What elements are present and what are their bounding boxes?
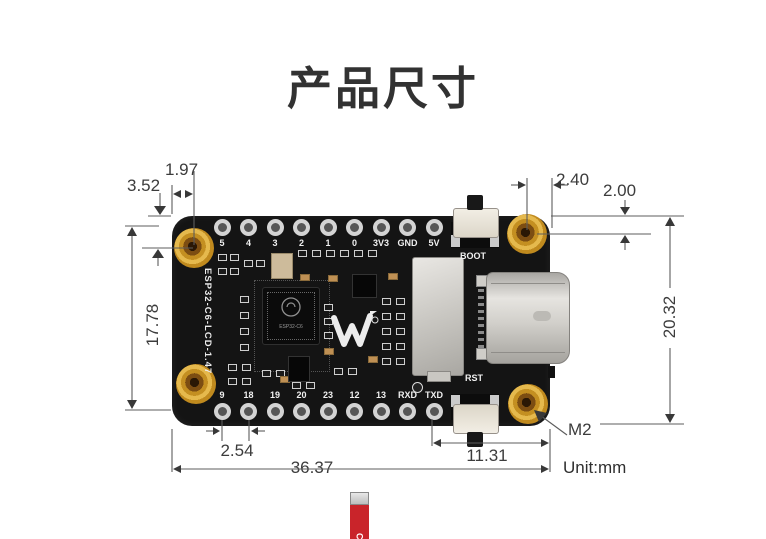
dim-top-right-horizontal: 2.40 <box>556 170 590 189</box>
pin-hole <box>240 219 257 236</box>
pin-hole <box>319 219 337 236</box>
pin-label: TXD <box>425 390 443 400</box>
boot-button <box>451 195 499 248</box>
pin-label: 5V <box>428 238 440 248</box>
pin-hole <box>372 219 390 236</box>
pin-hole <box>399 219 416 236</box>
pin-label: 2 <box>298 238 304 248</box>
esp32-c6-chip: ESP32-C6 <box>262 287 320 345</box>
dim-board-width: 36.37 <box>283 458 341 478</box>
pcb-board: 5 4 3 2 1 0 3V3 GND 5V 9 18 19 20 23 12 … <box>172 195 570 539</box>
pin-hole <box>425 403 443 420</box>
pin-hole <box>425 219 443 236</box>
pin-label: 3 <box>272 238 278 248</box>
top-pin-labels: 5 4 3 2 1 0 3V3 GND 5V <box>209 238 447 248</box>
component-marking: C3 <box>354 533 365 539</box>
pin-label: 19 <box>269 390 280 400</box>
dim-top-left-horizontal: 1.97 <box>165 160 199 179</box>
usb-c-port <box>486 272 570 364</box>
dim-left-pin-row-height: 17.78 <box>143 303 162 347</box>
pin-hole <box>346 403 363 420</box>
pin-hole <box>213 403 231 420</box>
dim-bottom-right-width: 11.31 <box>466 446 508 465</box>
pin-label: 13 <box>375 390 386 400</box>
pin-hole <box>346 219 363 236</box>
chip-marking: ESP32-C6 <box>279 324 303 330</box>
smd-ic <box>352 274 377 298</box>
unit-note: Unit:mm <box>563 458 627 477</box>
pin-hole <box>213 219 231 236</box>
pin-label: 9 <box>219 390 225 400</box>
pin-label: GND <box>397 238 418 248</box>
dim-pin-pitch: 2.54 <box>220 441 254 460</box>
pin-hole <box>399 403 416 420</box>
pin-hole <box>293 219 310 236</box>
dim-top-left-vertical: 3.52 <box>127 176 161 195</box>
lcd-connector-shield <box>412 257 464 382</box>
waveshare-logo-icon <box>331 311 379 347</box>
reset-label: RST <box>465 373 483 383</box>
bottom-pin-labels: 9 18 19 20 23 12 13 RXD TXD <box>209 390 447 400</box>
espressif-logo-icon <box>281 297 301 317</box>
board-model-label: ESP32-C6-LCD-1.47 <box>202 268 213 375</box>
pin-hole <box>266 403 284 420</box>
mounting-hole-callout: M2 <box>568 420 592 439</box>
pin-label: 0 <box>351 238 357 248</box>
pin-label: 18 <box>243 390 254 400</box>
pin-hole <box>266 219 284 236</box>
mounting-hole-top-right <box>507 214 547 254</box>
pin-hole <box>293 403 310 420</box>
pin-hole <box>319 403 337 420</box>
pin-label: 20 <box>296 390 307 400</box>
pin-label: 12 <box>349 390 360 400</box>
dim-right-board-height: 20.32 <box>660 289 680 345</box>
test-pad <box>412 382 423 393</box>
boot-label: BOOT <box>460 251 486 261</box>
crystal-oscillator <box>271 253 293 279</box>
mounting-hole-top-left <box>174 228 214 268</box>
top-pin-holes <box>209 219 447 236</box>
pin-label: 3V3 <box>372 238 389 248</box>
page-title: 产品尺寸 <box>286 63 479 114</box>
red-component: C3 <box>350 492 369 539</box>
pin-label: 1 <box>325 238 331 248</box>
mounting-hole-bottom-right <box>508 384 548 424</box>
bottom-pin-holes <box>209 403 447 420</box>
usb-solder-legs <box>478 282 484 354</box>
pin-hole <box>372 403 390 420</box>
pin-label: 23 <box>322 390 333 400</box>
dim-top-right-vertical: 2.00 <box>603 181 637 200</box>
pin-label: RXD <box>397 390 417 400</box>
smd-transistor <box>288 356 310 382</box>
reset-button <box>451 394 499 447</box>
pin-label: 5 <box>219 238 225 248</box>
pin-hole <box>240 403 257 420</box>
mounting-hole-bottom-left <box>176 364 216 404</box>
pin-label: 4 <box>245 238 251 248</box>
